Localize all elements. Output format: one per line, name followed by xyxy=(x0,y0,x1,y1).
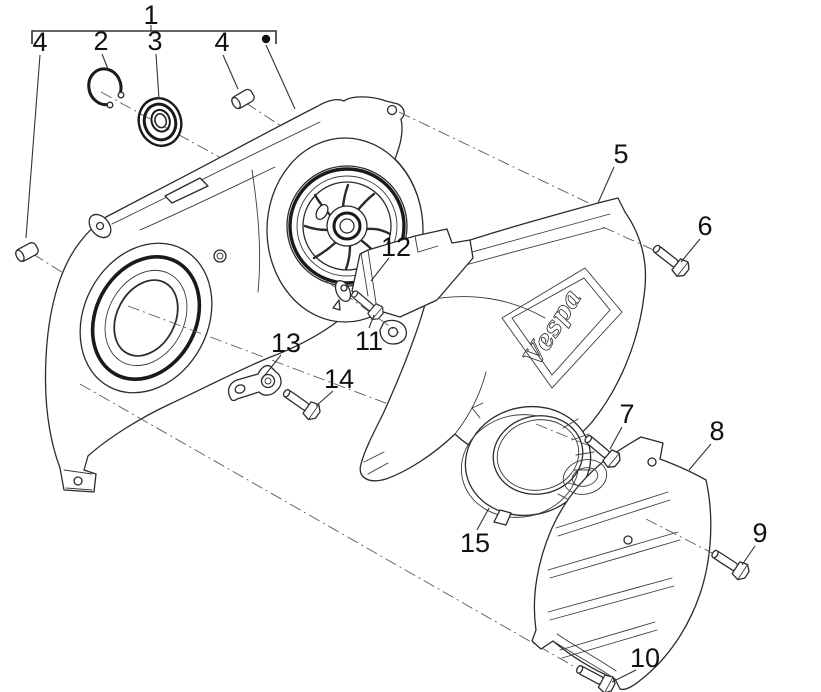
part-label-11: 11 xyxy=(355,326,383,356)
axis-line xyxy=(602,226,659,253)
leader-11 xyxy=(368,314,375,329)
part-label-2: 2 xyxy=(93,26,108,56)
leader-15 xyxy=(476,507,490,531)
dowel-left xyxy=(13,240,41,264)
part-label-4b: 4 xyxy=(214,27,229,57)
part-label-1: 1 xyxy=(143,0,158,30)
part-label-10: 10 xyxy=(630,643,660,673)
leader-4a xyxy=(25,54,41,239)
leader-13 xyxy=(260,354,282,381)
axis-line xyxy=(398,111,600,209)
part-label-8: 8 xyxy=(709,416,724,446)
assembly-axes-front xyxy=(535,226,717,556)
part-label-7: 7 xyxy=(619,399,634,429)
leader-dot xyxy=(265,44,296,110)
leader-6 xyxy=(680,238,701,263)
leader-7 xyxy=(609,426,623,450)
transmission-cover: Vespa xyxy=(359,197,647,482)
part-label-15: 15 xyxy=(460,528,490,558)
leader-lines xyxy=(25,44,756,683)
part-label-5: 5 xyxy=(613,139,628,169)
leader-3 xyxy=(155,53,160,100)
leader-12 xyxy=(370,257,390,282)
bracket-lever xyxy=(227,364,282,402)
leader-8 xyxy=(688,443,712,471)
baffle-plate xyxy=(351,228,474,318)
bolt-14 xyxy=(278,383,324,424)
part-label-14: 14 xyxy=(324,364,354,394)
bolt-6 xyxy=(648,239,693,281)
part-label-6: 6 xyxy=(697,211,712,241)
circlip xyxy=(87,67,125,109)
part-label-13: 13 xyxy=(271,328,301,358)
cover-ribs xyxy=(547,491,681,659)
leader-9 xyxy=(741,545,756,566)
flywheel-cover xyxy=(531,436,712,691)
bolt-9 xyxy=(707,544,753,584)
part-label-4a: 4 xyxy=(32,27,47,57)
axis-line xyxy=(645,518,717,556)
part-label-9: 9 xyxy=(752,518,767,548)
part-label-3: 3 xyxy=(147,26,162,56)
leader-5 xyxy=(597,166,615,204)
leader-4b xyxy=(222,54,239,90)
leader-10 xyxy=(611,669,637,683)
callout-group-1 xyxy=(31,25,277,44)
leader-2 xyxy=(101,53,109,70)
leader-14 xyxy=(315,390,334,407)
part-label-12: 12 xyxy=(381,232,411,262)
axis-line xyxy=(535,423,608,454)
keeper-washer xyxy=(332,280,352,311)
callout-dot xyxy=(261,34,271,44)
axis-line xyxy=(324,279,400,334)
bearing xyxy=(137,97,183,147)
